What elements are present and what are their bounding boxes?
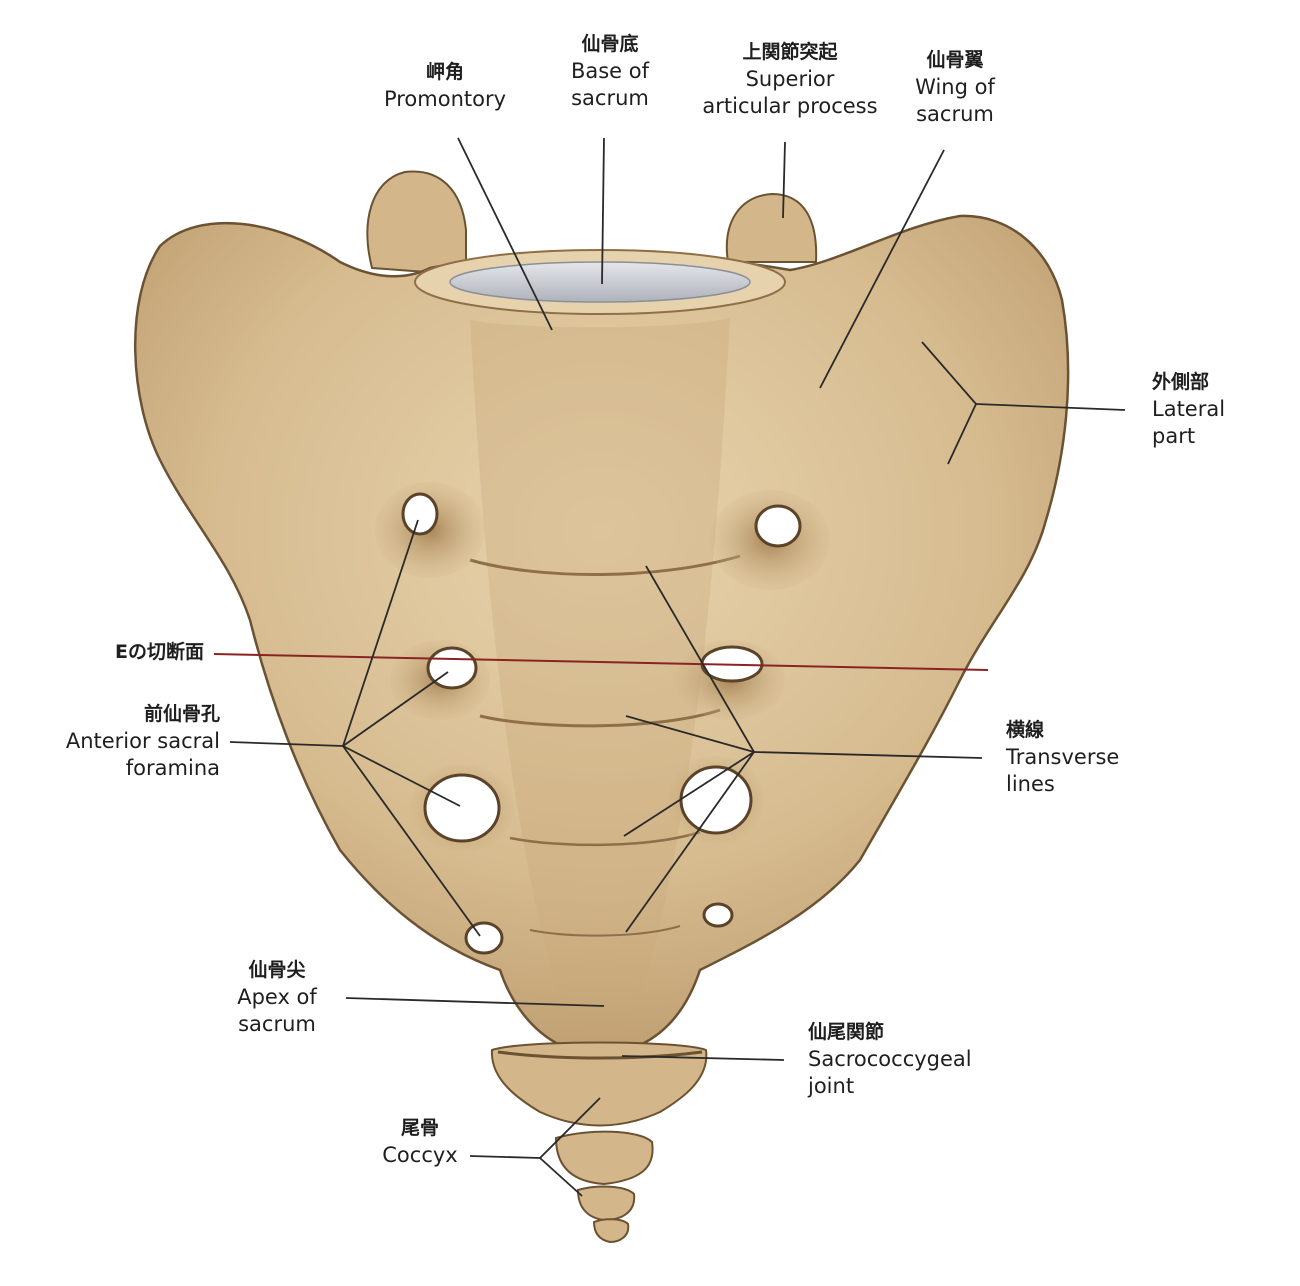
label-wing-jp: 仙骨翼: [926, 49, 984, 71]
label-sacrococcygeal-en-2: joint: [808, 1074, 855, 1098]
leader-sacrococcygeal: [621, 1055, 785, 1061]
label-apex-en-1: Apex of: [237, 985, 317, 1009]
label-section-e: Eの切断面: [60, 638, 204, 666]
leader-foramina-3: [342, 745, 461, 807]
label-transverse-lines: 横線 Transverse lines: [1006, 716, 1136, 798]
foramen-left-1: [401, 492, 439, 536]
label-promontory: 岬角 Promontory: [372, 58, 518, 113]
right-superior-articular-process: [725, 192, 818, 263]
body-shading: [470, 318, 730, 1000]
base-cartilage: [449, 261, 751, 303]
label-sacrococcygeal-joint: 仙尾関節 Sacrococcygeal joint: [808, 1018, 988, 1100]
leader-transverse-1: [645, 565, 755, 753]
leader-lateral-b: [947, 403, 977, 465]
leader-coccyx-1: [539, 1097, 601, 1159]
label-foramina-en-1: Anterior sacral: [65, 729, 220, 753]
foramen-right-1: [754, 504, 802, 548]
leader-wing: [819, 149, 945, 389]
label-sacrococcygeal-jp: 仙尾関節: [808, 1021, 885, 1043]
label-base-of-sacrum: 仙骨底 Base of sacrum: [540, 30, 680, 112]
leader-transverse-2: [625, 715, 755, 753]
transverse-ridge-3: [509, 830, 701, 847]
left-superior-articular-process: [366, 170, 467, 277]
label-superior-articular-process: 上関節突起 Superior articular process: [690, 38, 890, 120]
label-coccyx-en: Coccyx: [382, 1143, 458, 1167]
leader-lines: [229, 137, 1126, 1197]
leader-foramina-main: [229, 741, 344, 747]
leader-apex: [345, 997, 605, 1007]
label-section-e-jp: Eの切断面: [115, 641, 204, 663]
label-sacrococcygeal-en-1: Sacrococcygeal: [808, 1047, 972, 1071]
label-anterior-sacral-foramina: 前仙骨孔 Anterior sacral foramina: [40, 700, 220, 782]
label-transverse-en-1: Transverse: [1006, 745, 1120, 769]
foramen-left-4: [464, 921, 504, 955]
label-promontory-en: Promontory: [383, 87, 507, 111]
leader-coccyx-2: [539, 1157, 583, 1197]
leader-coccyx-main: [469, 1155, 541, 1159]
label-apex-en-2: sacrum: [238, 1012, 316, 1036]
label-lateral-part: 外側部 Lateral part: [1152, 368, 1262, 450]
label-foramina-jp: 前仙骨孔: [143, 703, 220, 725]
coccyx-segment-4: [592, 1218, 630, 1244]
leader-transverse-main: [753, 751, 983, 759]
label-transverse-jp: 横線: [1006, 719, 1045, 741]
leader-lateral-main: [975, 403, 1126, 411]
leader-transverse-3: [623, 751, 755, 837]
label-base-jp: 仙骨底: [581, 33, 639, 55]
label-coccyx-jp: 尾骨: [400, 1117, 439, 1139]
label-lateral-en-2: part: [1152, 424, 1196, 448]
label-base-en-2: sacrum: [571, 86, 649, 110]
transverse-ridge-2: [479, 708, 721, 728]
transverse-ridge-4: [529, 925, 681, 937]
coccyx-segment-1: [490, 1041, 708, 1127]
section-e-line: [213, 653, 989, 671]
foramen-left-3: [423, 773, 501, 843]
leader-foramina-1: [342, 519, 419, 747]
label-promontory-jp: 岬角: [425, 61, 464, 83]
foramen-right-4: [702, 902, 734, 928]
label-lateral-jp: 外側部: [1152, 371, 1210, 393]
leader-base: [601, 137, 605, 285]
leader-lateral-a: [921, 341, 977, 405]
label-apex-of-sacrum: 仙骨尖 Apex of sacrum: [218, 956, 336, 1038]
label-superior-articular-jp: 上関節突起: [742, 41, 838, 63]
leader-transverse-4: [625, 751, 755, 933]
coccyx-segment-2: [554, 1130, 654, 1186]
label-wing-en-1: Wing of: [915, 75, 995, 99]
leader-superior-articular: [782, 141, 786, 219]
leader-foramina-4: [342, 745, 481, 937]
leader-foramina-2: [342, 671, 449, 747]
sacrococcygeal-joint-line: [497, 1050, 703, 1060]
label-wing-en-2: sacrum: [916, 102, 994, 126]
label-wing-of-sacrum: 仙骨翼 Wing of sacrum: [900, 46, 1010, 128]
label-superior-articular-en-1: Superior: [745, 67, 835, 91]
label-coccyx: 尾骨 Coccyx: [372, 1114, 468, 1169]
label-foramina-en-2: foramina: [125, 756, 220, 780]
label-transverse-en-2: lines: [1006, 772, 1055, 796]
label-apex-jp: 仙骨尖: [248, 959, 306, 981]
transverse-ridge-1: [469, 554, 741, 577]
label-lateral-en-1: Lateral: [1152, 397, 1226, 421]
label-base-en-1: Base of: [570, 59, 650, 83]
coccyx-segment-3: [576, 1185, 636, 1222]
leader-promontory: [457, 137, 553, 331]
label-superior-articular-en-2: articular process: [702, 94, 878, 118]
